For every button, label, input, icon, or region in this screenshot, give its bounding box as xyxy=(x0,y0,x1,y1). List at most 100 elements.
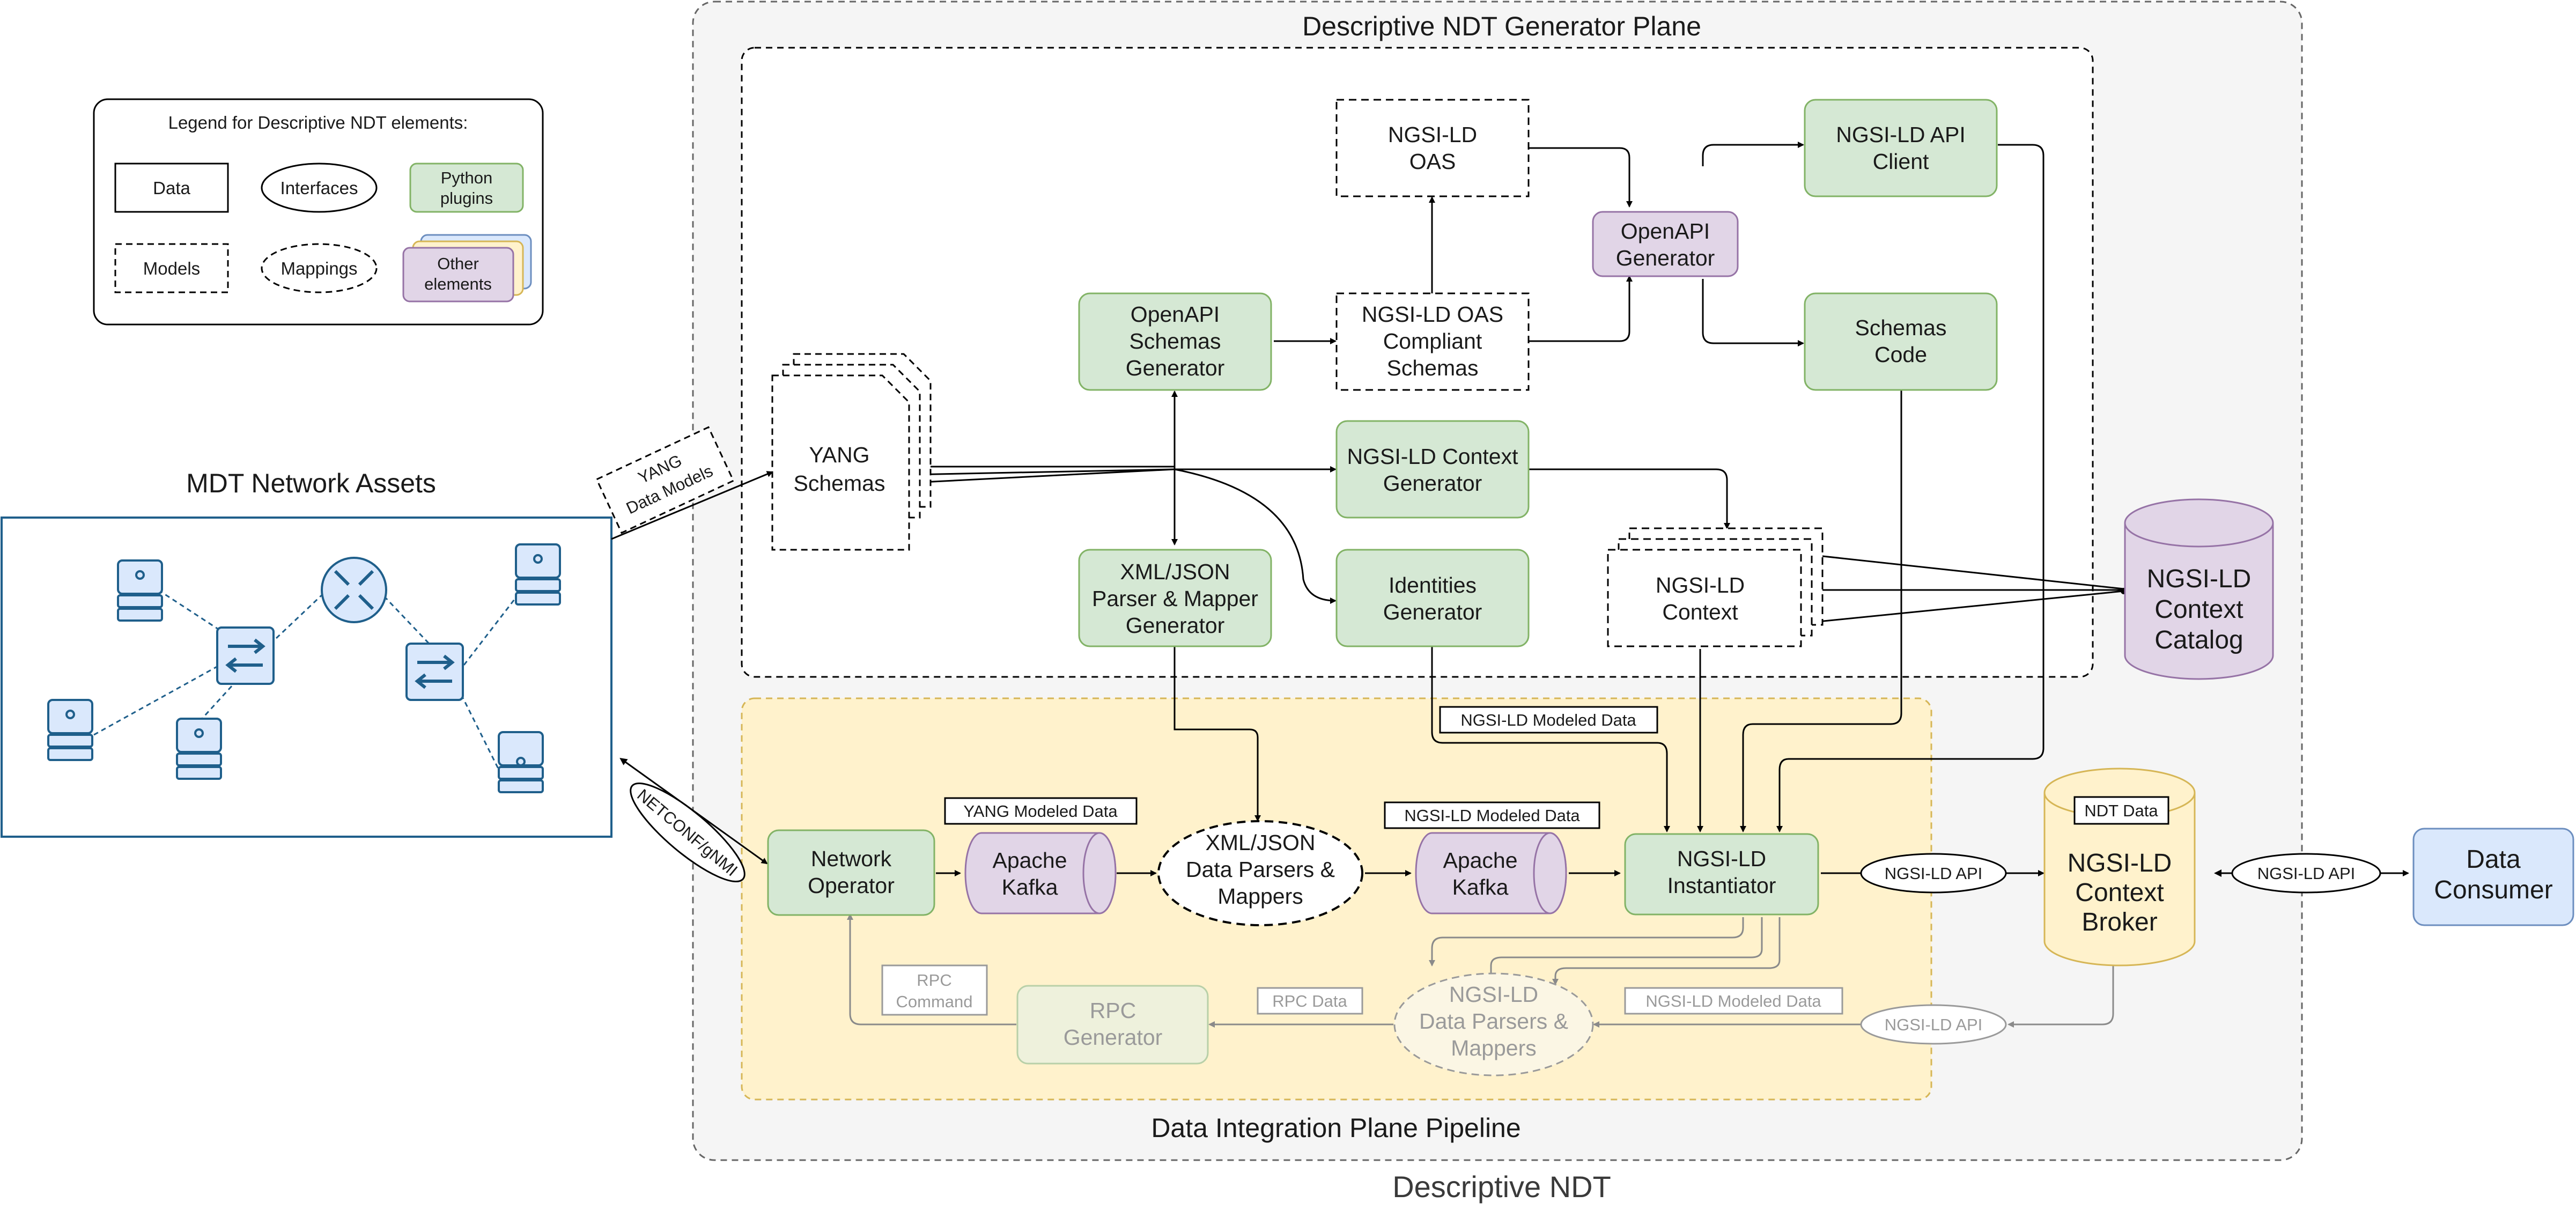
label-ndt-data: NDT Data xyxy=(2073,796,2169,825)
svg-text:Schemas: Schemas xyxy=(1855,315,1947,340)
ngsild-api-client-node: NGSI-LD API Client xyxy=(1804,99,1998,197)
router-icon xyxy=(321,557,387,623)
svg-text:XML/JSON: XML/JSON xyxy=(1205,830,1315,855)
label-ngsild-api-1: NGSI-LD API xyxy=(1860,853,2007,894)
svg-text:Kafka: Kafka xyxy=(1002,875,1058,899)
xml-json-data-parsers-mappers-node: XML/JSON Data Parsers & Mappers xyxy=(1157,820,1363,926)
svg-text:Generator: Generator xyxy=(1064,1025,1163,1050)
server-icon xyxy=(117,559,163,622)
label-ngsild-modeled-data-bottom: NGSI-LD Modeled Data xyxy=(1624,987,1843,1015)
ngsild-data-parsers-mappers-node: NGSI-LD Data Parsers & Mappers xyxy=(1393,972,1594,1076)
svg-text:NGSI-LD Modeled Data: NGSI-LD Modeled Data xyxy=(1404,806,1580,825)
svg-text:NGSI-LD OAS: NGSI-LD OAS xyxy=(1362,302,1503,327)
svg-text:Python: Python xyxy=(441,168,493,187)
faded-edges xyxy=(847,913,2114,1028)
svg-text:Data: Data xyxy=(153,178,190,198)
svg-text:Context: Context xyxy=(2154,595,2243,624)
asset-servers xyxy=(47,543,561,793)
svg-text:NGSI-LD: NGSI-LD xyxy=(2147,565,2252,593)
svg-text:Generator: Generator xyxy=(1616,246,1715,270)
label-ngsild-api-2: NGSI-LD API xyxy=(2231,853,2381,894)
apache-kafka-2-node: Apache Kafka xyxy=(1415,832,1567,914)
svg-text:Other: Other xyxy=(437,254,479,273)
mdt-assets-title: MDT Network Assets xyxy=(186,468,436,498)
svg-text:Consumer: Consumer xyxy=(2434,876,2552,904)
ngsild-context-catalog-node: NGSI-LD Context Catalog xyxy=(2124,498,2274,680)
svg-text:NGSI-LD: NGSI-LD xyxy=(1656,573,1745,597)
svg-text:plugins: plugins xyxy=(440,189,493,208)
ngsild-context-generator-node: NGSI-LD Context Generator xyxy=(1335,420,1530,519)
svg-text:Compliant: Compliant xyxy=(1383,329,1482,353)
label-yang-modeled-data: YANG Modeled Data xyxy=(944,797,1138,825)
apache-kafka-1-node: Apache Kafka xyxy=(964,832,1117,914)
svg-text:OpenAPI: OpenAPI xyxy=(1131,302,1220,327)
network-operator-node: Network Operator xyxy=(767,829,935,916)
svg-text:NGSI-LD API: NGSI-LD API xyxy=(2257,864,2356,883)
svg-text:YANG Modeled Data: YANG Modeled Data xyxy=(963,802,1118,821)
svg-text:Models: Models xyxy=(143,259,200,278)
svg-text:Instantiator: Instantiator xyxy=(1667,873,1776,898)
ngsild-oas-node: NGSI-LD OAS xyxy=(1335,99,1530,197)
legend-interfaces: Interfaces xyxy=(261,163,378,213)
legend: Legend for Descriptive NDT elements: Dat… xyxy=(93,98,544,326)
svg-text:Context: Context xyxy=(1662,600,1738,624)
svg-text:Schemas: Schemas xyxy=(794,471,885,496)
svg-text:Catalog: Catalog xyxy=(2154,626,2243,654)
integration-plane: Data Integration Plane Pipeline xyxy=(741,697,1932,1143)
svg-text:Code: Code xyxy=(1874,342,1927,367)
legend-data: Data xyxy=(114,163,229,213)
svg-text:Network: Network xyxy=(811,846,892,871)
svg-text:Generator: Generator xyxy=(1126,613,1225,638)
svg-text:XML/JSON: XML/JSON xyxy=(1120,559,1230,584)
legend-models: Models xyxy=(114,243,229,293)
svg-text:Data Parsers &: Data Parsers & xyxy=(1419,1009,1568,1034)
svg-text:NGSI-LD: NGSI-LD xyxy=(1388,122,1477,147)
server-icon xyxy=(176,718,222,780)
switch-icon xyxy=(405,643,464,701)
svg-text:Parser & Mapper: Parser & Mapper xyxy=(1092,586,1258,611)
label-rpc-data: RPC Data xyxy=(1257,987,1363,1015)
label-ngsild-api-3: NGSI-LD API xyxy=(1860,1004,2007,1045)
svg-text:Apache: Apache xyxy=(1443,848,1517,873)
svg-text:Generator: Generator xyxy=(1126,356,1225,380)
svg-text:NGSI-LD: NGSI-LD xyxy=(1449,982,1538,1007)
svg-text:OpenAPI: OpenAPI xyxy=(1621,219,1710,244)
svg-text:NGSI-LD Context: NGSI-LD Context xyxy=(1347,444,1519,469)
descriptive-ndt-title: Descriptive NDT xyxy=(1392,1170,1611,1204)
legend-other-elements: Other elements xyxy=(402,234,532,302)
svg-text:elements: elements xyxy=(424,275,492,293)
label-rpc-command: RPC Command xyxy=(881,964,988,1016)
yang-schemas-node: YANG Schemas xyxy=(771,353,932,551)
svg-text:Data Parsers &: Data Parsers & xyxy=(1186,857,1335,882)
svg-text:YANG: YANG xyxy=(809,442,869,467)
svg-text:NGSI-LD API: NGSI-LD API xyxy=(1885,864,1983,883)
svg-text:Kafka: Kafka xyxy=(1452,875,1509,899)
svg-text:NGSI-LD API: NGSI-LD API xyxy=(1885,1015,1983,1034)
ngsild-oas-compliant-schemas-node: NGSI-LD OAS Compliant Schemas xyxy=(1335,292,1530,391)
svg-text:NGSI-LD Modeled Data: NGSI-LD Modeled Data xyxy=(1645,992,1821,1010)
svg-text:NGSI-LD API: NGSI-LD API xyxy=(1836,122,1966,147)
svg-text:RPC: RPC xyxy=(1090,998,1136,1023)
generator-edges xyxy=(611,142,2127,623)
switch-icon xyxy=(216,626,275,685)
data-consumer-node: Data Consumer xyxy=(2412,828,2574,926)
openapi-generator-node: OpenAPI Generator xyxy=(1592,211,1739,277)
server-icon xyxy=(498,731,544,793)
svg-text:Schemas: Schemas xyxy=(1130,329,1221,353)
ngsild-instantiator-node: NGSI-LD Instantiator xyxy=(1624,833,1819,916)
svg-text:Context: Context xyxy=(2075,879,2164,907)
svg-text:Operator: Operator xyxy=(808,873,895,898)
svg-text:NGSI-LD: NGSI-LD xyxy=(1677,846,1766,871)
svg-text:Client: Client xyxy=(1873,149,1929,174)
svg-text:Generator: Generator xyxy=(1383,471,1482,496)
svg-text:Mappers: Mappers xyxy=(1451,1036,1537,1060)
svg-text:Schemas: Schemas xyxy=(1387,356,1479,380)
svg-text:Apache: Apache xyxy=(992,848,1067,873)
server-icon xyxy=(515,543,561,606)
svg-text:NGSI-LD: NGSI-LD xyxy=(2068,849,2172,877)
mdt-network-assets: MDT Network Assets xyxy=(1,468,612,838)
label-ngsild-modeled-data-top: NGSI-LD Modeled Data xyxy=(1439,706,1658,734)
ngsild-context-node: NGSI-LD Context xyxy=(1607,527,1824,647)
schemas-code-node: Schemas Code xyxy=(1804,292,1998,391)
